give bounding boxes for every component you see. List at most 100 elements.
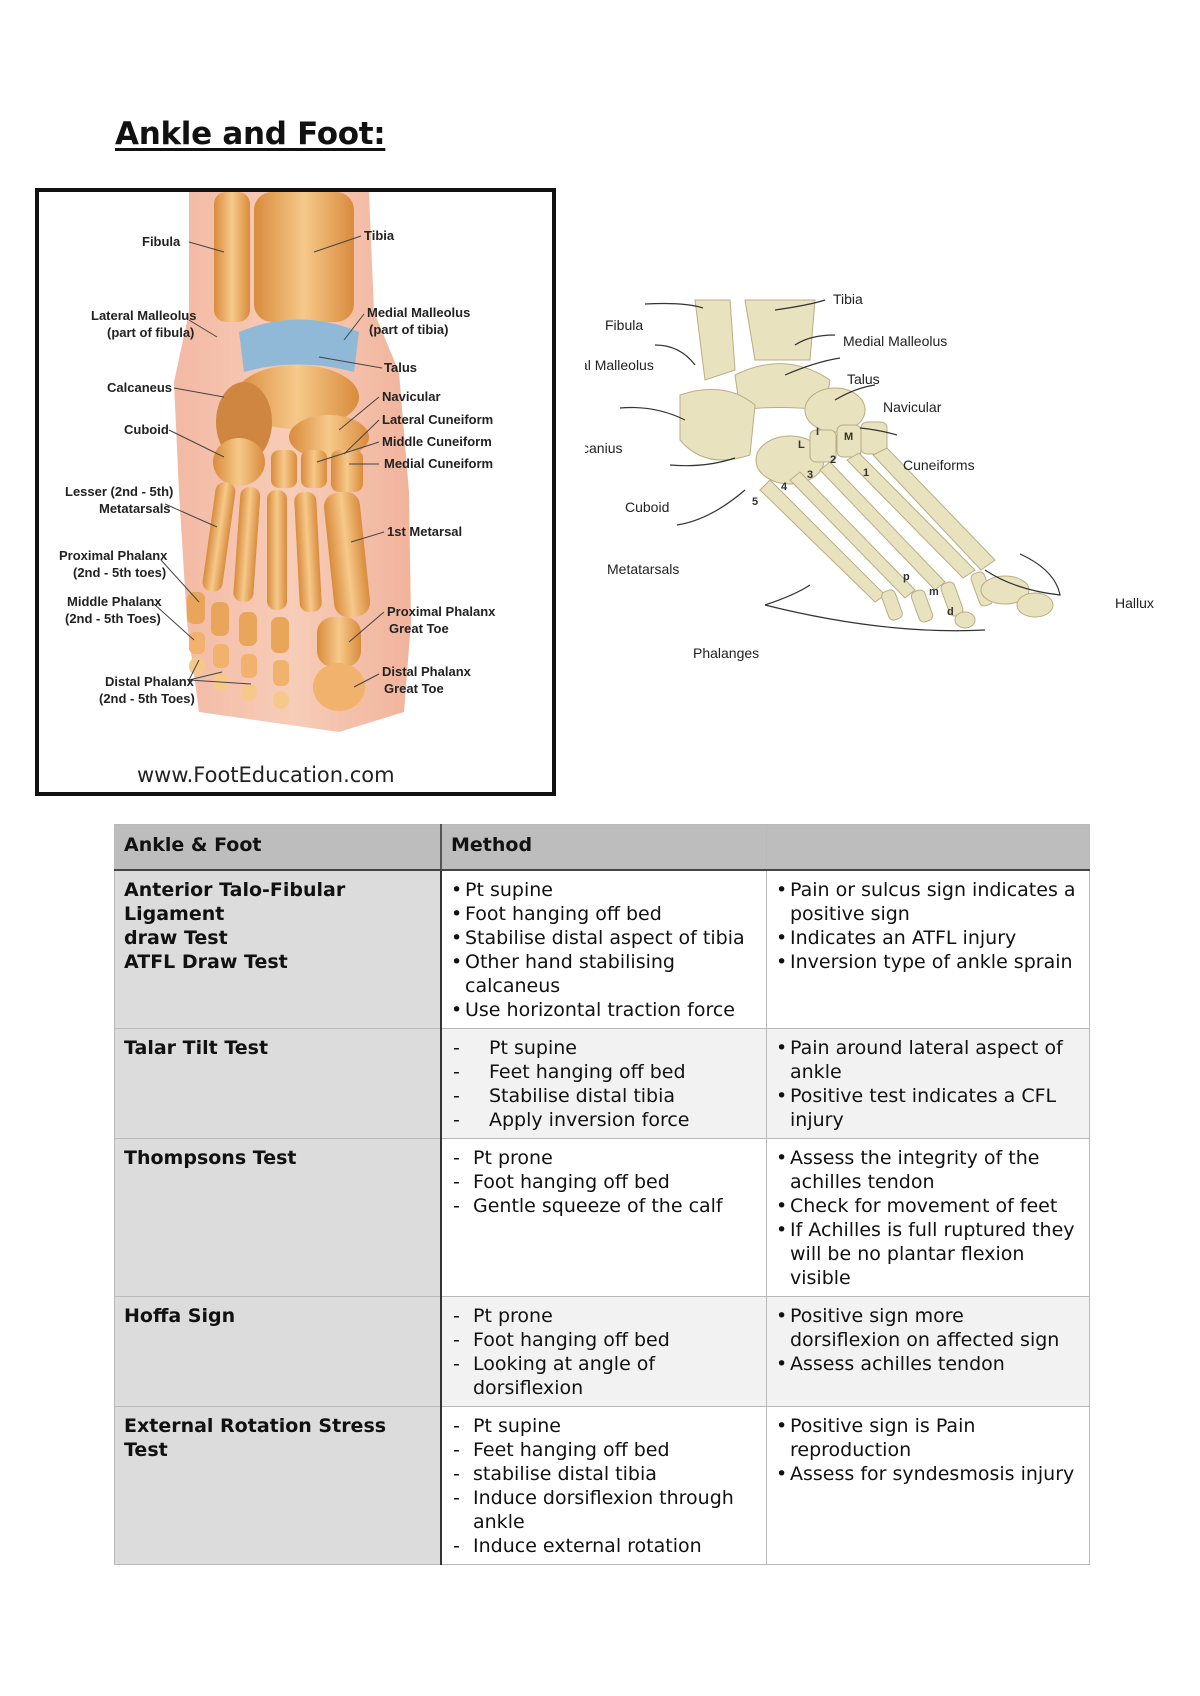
ankle-foot-tests-table: Ankle & Foot Method Anterior Talo-Fibula… — [114, 824, 1090, 1565]
test-name-cell: Anterior Talo-Fibular Ligament draw Test… — [114, 869, 442, 1029]
label-fibula: Fibula — [605, 317, 643, 333]
method-cell: Pt supine Feet hanging off bed Stabilise… — [440, 1028, 767, 1139]
label-distal-phalanx: Distal Phalanx — [105, 674, 195, 689]
method-item: Feet hanging off bed — [451, 1438, 757, 1462]
method-item: Pt supine — [451, 1414, 757, 1438]
label-cuneiforms: Cuneiforms — [903, 457, 975, 473]
result-item: Indicates an ATFL injury — [776, 926, 1080, 950]
label-tibia: Tibia — [364, 228, 395, 243]
result-cell: Pain around lateral aspect of ankle Posi… — [766, 1028, 1090, 1139]
table-header-row: Ankle & Foot Method — [114, 824, 1090, 871]
table-row: External Rotation Stress Test Pt supine … — [114, 1406, 1090, 1565]
label-lesser-metatarsals: Lesser (2nd - 5th) — [65, 484, 173, 499]
label-proximal-phalanx-great-toe-sub: Great Toe — [389, 621, 449, 636]
method-item: Use horizontal traction force — [451, 998, 757, 1022]
method-cell: Pt supine Foot hanging off bed Stabilise… — [440, 869, 767, 1029]
label-middle-cuneiform: Middle Cuneiform — [382, 434, 492, 449]
method-item: Foot hanging off bed — [451, 1170, 757, 1194]
label-cuboid: Cuboid — [625, 499, 669, 515]
method-cell: Pt prone Foot hanging off bed Looking at… — [440, 1296, 767, 1407]
bone-mark-m-phalanx: m — [929, 586, 939, 598]
label-navicular: Navicular — [883, 399, 942, 415]
method-item: Stabilise distal aspect of tibia — [451, 926, 757, 950]
label-lateral-malleolus-sub: (part of fibula) — [107, 325, 194, 340]
label-tibia: Tibia — [833, 291, 863, 307]
bone-mark-3: 3 — [807, 469, 813, 481]
label-middle-phalanx: Middle Phalanx — [67, 594, 162, 609]
method-item: Pt supine — [451, 878, 757, 902]
method-item: Pt supine — [451, 1036, 757, 1060]
label-medial-malleolus-sub: (part of tibia) — [369, 322, 448, 337]
test-name-line: Talar Tilt Test — [124, 1037, 269, 1059]
method-item: Feet hanging off bed — [451, 1060, 757, 1084]
result-item: Positive sign more dorsiflexion on affec… — [776, 1304, 1080, 1352]
method-item: Other hand stabilising calcaneus — [451, 950, 757, 998]
method-item: Gentle squeeze of the calf — [451, 1194, 757, 1218]
test-name-cell: Talar Tilt Test — [114, 1028, 442, 1139]
result-item: Positive sign is Pain reproduction — [776, 1414, 1080, 1462]
test-name-line: ATFL Draw Test — [124, 951, 288, 973]
result-item: Inversion type of ankle sprain — [776, 950, 1080, 974]
header-ankle-foot: Ankle & Foot — [114, 824, 442, 871]
label-lateral-cuneiform: Lateral Cuneiform — [382, 412, 493, 427]
method-item: Stabilise distal tibia — [451, 1084, 757, 1108]
label-navicular: Navicular — [382, 389, 441, 404]
test-name-line: Thompsons Test — [124, 1147, 297, 1169]
label-distal-phalanx-great-toe: Distal Phalanx — [382, 664, 472, 679]
result-item: Check for movement of feet — [776, 1194, 1080, 1218]
label-first-metatarsal: 1st Metarsal — [387, 524, 462, 539]
header-result — [766, 824, 1090, 871]
label-medial-malleolus: Medial Malleolus — [367, 305, 470, 320]
label-lateral-malleolus: Lateral Malleolus — [585, 357, 654, 373]
result-item: Assess for syndesmosis injury — [776, 1462, 1080, 1486]
method-item: Apply inversion force — [451, 1108, 757, 1132]
bone-mark-i: I — [816, 426, 819, 438]
method-cell: Pt supine Feet hanging off bed stabilise… — [440, 1406, 767, 1565]
label-middle-phalanx-sub: (2nd - 5th Toes) — [65, 611, 161, 626]
test-name-line: draw Test — [124, 927, 228, 949]
result-cell: Assess the integrity of the achilles ten… — [766, 1138, 1090, 1297]
result-item: Assess the integrity of the achilles ten… — [776, 1146, 1080, 1194]
result-item: Assess achilles tendon — [776, 1352, 1080, 1376]
label-calcanius: Calcanius — [585, 440, 622, 456]
label-medial-cuneiform: Medial Cuneiform — [384, 456, 493, 471]
label-cuboid: Cuboid — [124, 422, 169, 437]
label-proximal-phalanx: Proximal Phalanx — [59, 548, 168, 563]
label-fibula: Fibula — [142, 234, 181, 249]
bone-mark-d: d — [947, 606, 954, 618]
test-name-cell: Hoffa Sign — [114, 1296, 442, 1407]
label-lateral-malleolus: Lateral Malleolus — [91, 308, 196, 323]
bone-mark-2: 2 — [830, 454, 836, 466]
method-item: Induce dorsiflexion through ankle — [451, 1486, 757, 1534]
test-name-cell: External Rotation Stress Test — [114, 1406, 442, 1565]
result-cell: Positive sign more dorsiflexion on affec… — [766, 1296, 1090, 1407]
label-distal-phalanx-great-toe-sub: Great Toe — [384, 681, 444, 696]
method-item: stabilise distal tibia — [451, 1462, 757, 1486]
label-hallux: Hallux — [1115, 595, 1154, 611]
label-medial-malleolus: Medial Malleolus — [843, 333, 947, 349]
method-item: Looking at angle of dorsiflexion — [451, 1352, 757, 1400]
label-lesser-metatarsals-sub: Metatarsals — [99, 501, 171, 516]
test-name-line: Hoffa Sign — [124, 1305, 236, 1327]
result-cell: Pain or sulcus sign indicates a positive… — [766, 869, 1090, 1029]
result-item: Pain around lateral aspect of ankle — [776, 1036, 1080, 1084]
result-item: If Achilles is full ruptured they will b… — [776, 1218, 1080, 1290]
method-item: Pt prone — [451, 1304, 757, 1328]
label-proximal-phalanx-sub: (2nd - 5th toes) — [73, 565, 166, 580]
method-item: Induce external rotation — [451, 1534, 757, 1558]
foot-skeleton-lateral-illustration: L I M 1 2 3 4 5 p m d Tibia Fibula Media… — [585, 291, 1154, 661]
label-distal-phalanx-sub: (2nd - 5th Toes) — [99, 691, 195, 706]
method-item: Pt prone — [451, 1146, 757, 1170]
result-item: Pain or sulcus sign indicates a positive… — [776, 878, 1080, 926]
result-item: Positive test indicates a CFL injury — [776, 1084, 1080, 1132]
method-cell: Pt prone Foot hanging off bed Gentle squ… — [440, 1138, 767, 1297]
bone-mark-m: M — [844, 431, 853, 443]
label-proximal-phalanx-great-toe: Proximal Phalanx — [387, 604, 496, 619]
test-name-line: Anterior Talo-Fibular Ligament — [124, 879, 346, 925]
bone-mark-4: 4 — [781, 481, 788, 493]
table-row: Hoffa Sign Pt prone Foot hanging off bed… — [114, 1296, 1090, 1407]
table-row: Talar Tilt Test Pt supine Feet hanging o… — [114, 1028, 1090, 1139]
label-calcaneus: Calcaneus — [107, 380, 172, 395]
bone-mark-p: p — [903, 571, 910, 583]
label-talus: Talus — [847, 371, 880, 387]
